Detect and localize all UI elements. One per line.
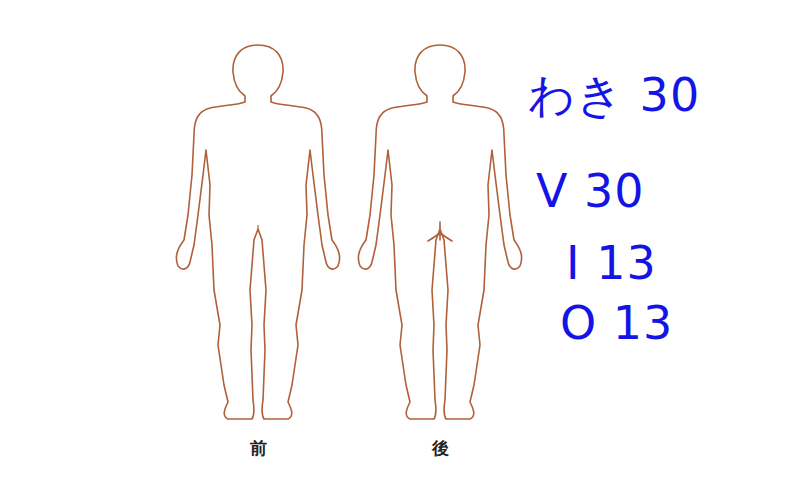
buttocks-line	[428, 222, 452, 241]
front-figure	[176, 45, 339, 419]
price-note: O 13	[560, 300, 673, 346]
price-note: I 13	[566, 240, 657, 286]
price-note: わき 30	[528, 72, 700, 118]
crotch-line	[257, 225, 258, 232]
price-note: V 30	[536, 168, 645, 214]
view-caption: 前	[250, 440, 267, 457]
view-caption: 後	[432, 440, 449, 457]
back-figure	[358, 45, 521, 419]
